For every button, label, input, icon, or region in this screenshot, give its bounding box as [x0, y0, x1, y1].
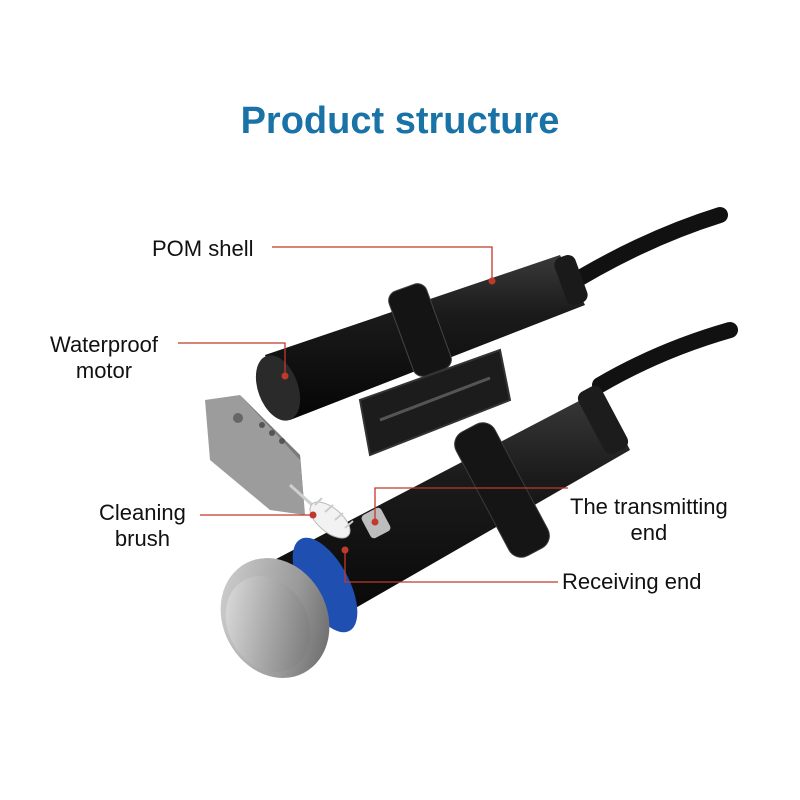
leader-dot-receiving-end — [342, 547, 349, 554]
label-transmitting-end-line2: end — [570, 520, 728, 546]
label-transmitting-end: The transmitting end — [570, 494, 728, 546]
leader-dot-pom-shell — [489, 278, 496, 285]
leader-dot-waterproof-motor — [282, 373, 289, 380]
leader-pom-shell — [272, 247, 492, 281]
label-cleaning-brush-line1: Cleaning — [99, 500, 186, 526]
label-transmitting-end-line1: The transmitting — [570, 494, 728, 520]
label-receiving-end: Receiving end — [562, 569, 701, 595]
label-waterproof-motor: Waterproof motor — [50, 332, 158, 384]
label-pom-shell: POM shell — [152, 236, 253, 262]
label-cleaning-brush-line2: brush — [99, 526, 186, 552]
label-waterproof-motor-line1: Waterproof — [50, 332, 158, 358]
label-cleaning-brush: Cleaning brush — [99, 500, 186, 552]
lower-cable — [600, 330, 730, 385]
leader-dot-cleaning-brush — [310, 512, 317, 519]
upper-cable — [560, 215, 720, 290]
leader-dot-transmitting-end — [372, 519, 379, 526]
label-waterproof-motor-line2: motor — [50, 358, 158, 384]
